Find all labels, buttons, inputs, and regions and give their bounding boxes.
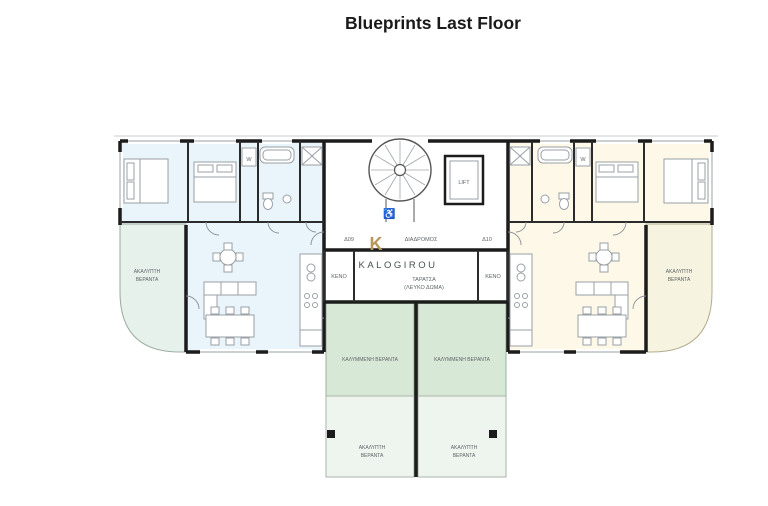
roof-terrace-sublabel: (ΛΕΥΚΟ ΔΩΜΑ): [404, 285, 444, 291]
lift-car: [449, 160, 479, 200]
window-strips: [117, 138, 715, 355]
inner-partitions: [120, 141, 712, 302]
column: [327, 430, 335, 438]
doors: [185, 221, 647, 331]
kitchen-right: [509, 253, 533, 347]
veranda-covered-right-area: [417, 302, 507, 397]
stair-newel: [393, 163, 407, 177]
veranda-side-left-label-1: ΑΚΑΛΥΠΤΗ: [134, 269, 161, 275]
veranda-open-left-label-1: ΑΚΑΛΥΠΤΗ: [359, 445, 386, 451]
plan-labels: Δ09 ΔΙΑΔΡΟΜΟΣ Δ10 K KALOGIROU ΤΑΡΑΤΣΑ (Λ…: [134, 157, 693, 459]
column: [489, 430, 497, 438]
sink-left: [282, 194, 292, 204]
brand-monogram: K: [370, 234, 383, 254]
veranda-side-left-label-2: ΒΕΡΑΝΤΑ: [136, 277, 159, 283]
closet-left-label: W: [246, 157, 252, 163]
veranda-side-left-area: [119, 223, 187, 353]
corridor-label: ΔΙΑΔΡΟΜΟΣ: [405, 237, 438, 243]
brand-name: KALOGIROU: [359, 260, 438, 271]
furniture-left-apartment: [123, 146, 323, 347]
veranda-open-left-area: [325, 395, 415, 478]
lift-shaft: [443, 154, 485, 206]
page-title: Blueprints Last Floor: [345, 13, 521, 33]
veranda-side-right-label-2: ΒΕΡΑΝΤΑ: [668, 277, 691, 283]
dining-table-left: [205, 306, 255, 346]
veranda-open-left-label-2: ΒΕΡΑΝΤΑ: [361, 453, 384, 459]
sofa-left: [203, 281, 257, 320]
toilet-right: [558, 192, 570, 210]
void-left-label: ΚΕΝΟ: [331, 274, 347, 280]
veranda-open-right-label-2: ΒΕΡΑΝΤΑ: [453, 453, 476, 459]
lift: LIFT: [443, 154, 485, 206]
veranda-side-right-area: [645, 223, 713, 353]
shower-right: [509, 146, 531, 166]
wardrobe-left: [241, 147, 257, 167]
kitchen-left: [299, 253, 323, 347]
unit-right-label: Δ10: [482, 237, 492, 243]
wheelchair-icon: ♿: [383, 207, 395, 220]
bathtub-left: [259, 146, 295, 164]
toilet-left: [262, 192, 274, 210]
wardrobe-right: [575, 147, 591, 167]
bed-2: [193, 161, 237, 203]
furniture-right-apartment: [509, 146, 709, 347]
shower-left: [301, 146, 323, 166]
bed-1: [123, 158, 169, 204]
windows: [117, 138, 715, 355]
round-table-left: [212, 242, 244, 273]
unit-left-label: Δ09: [344, 237, 354, 243]
closet-right-label: W: [580, 157, 586, 163]
bed-2-right: [595, 161, 639, 203]
veranda-covered-left-label: ΚΑΛΥΜΜΕΝΗ ΒΕΡΑΝΤΑ: [342, 357, 399, 363]
veranda-open-right-label-1: ΑΚΑΛΥΠΤΗ: [451, 445, 478, 451]
veranda-side-right-label-1: ΑΚΑΛΥΠΤΗ: [666, 269, 693, 275]
columns: [327, 430, 497, 438]
void-right-label: ΚΕΝΟ: [485, 274, 501, 280]
sink-right: [540, 194, 550, 204]
spiral-staircase: [368, 137, 432, 222]
dining-table-right: [577, 306, 627, 346]
roof-terrace-label: ΤΑΡΑΤΣΑ: [412, 277, 436, 283]
bed-1-right: [663, 158, 709, 204]
lift-label: LIFT: [458, 180, 470, 186]
veranda-covered-left-area: [325, 302, 415, 397]
bathtub-right: [537, 146, 573, 164]
round-table-right: [588, 242, 620, 273]
veranda-covered-right-label: ΚΑΛΥΜΜΕΝΗ ΒΕΡΑΝΤΑ: [434, 357, 491, 363]
